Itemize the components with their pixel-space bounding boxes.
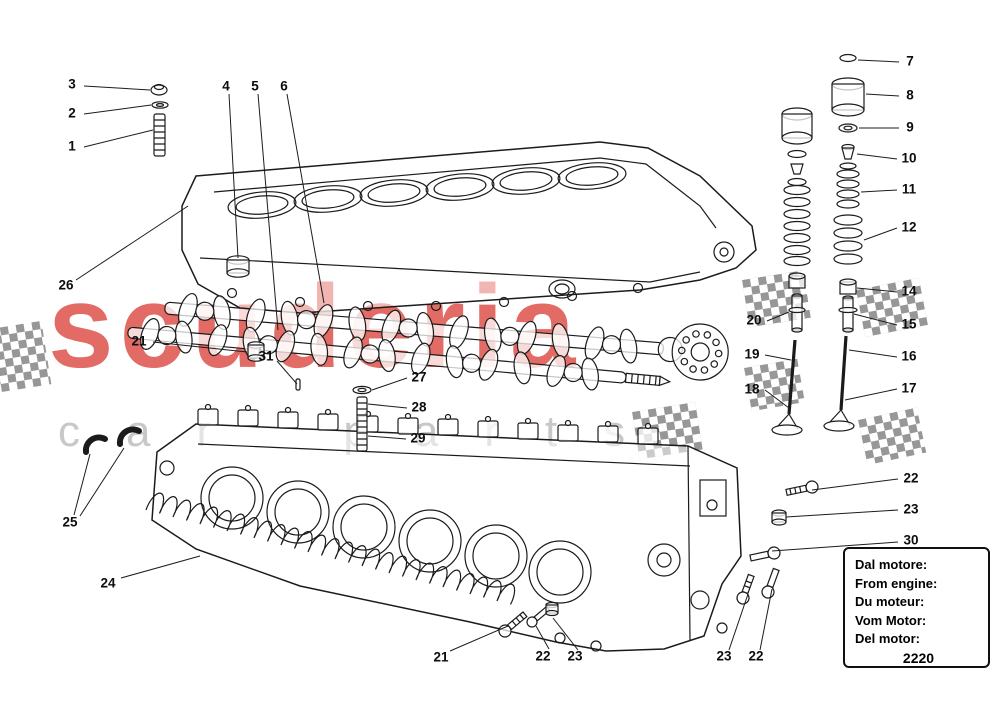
valve-guide-right <box>838 295 858 333</box>
stud-with-washer <box>352 385 372 452</box>
info-line-de: Vom Motor: <box>855 612 927 628</box>
cap-nut <box>247 341 265 362</box>
camshaft-flange <box>671 323 729 381</box>
callout-10[interactable]: 10 <box>901 150 917 166</box>
callout-17[interactable]: 17 <box>901 380 917 396</box>
callout-25[interactable]: 25 <box>62 514 78 530</box>
callout-26[interactable]: 26 <box>58 277 74 293</box>
half-moon-seals <box>82 426 142 455</box>
callout-9[interactable]: 9 <box>906 119 914 135</box>
bolt <box>498 611 528 638</box>
bolt <box>749 546 781 562</box>
head-coil-spring <box>145 492 516 605</box>
callout-12[interactable]: 12 <box>901 219 917 235</box>
callout-5[interactable]: 5 <box>251 78 259 94</box>
valve-guide-left <box>788 293 806 333</box>
tappet-bucket-right <box>831 77 865 117</box>
valve-spring-left <box>783 184 811 267</box>
callout-28[interactable]: 28 <box>411 399 427 415</box>
head-right-end <box>159 445 728 652</box>
callout-21-bottom[interactable]: 21 <box>433 649 449 665</box>
callout-4[interactable]: 4 <box>222 78 230 94</box>
callout-19[interactable]: 19 <box>744 346 760 362</box>
valve-spring-outer <box>836 169 860 209</box>
engine-info-box: Dal motore: From engine: Du moteur: Vom … <box>843 547 990 668</box>
callout-18[interactable]: 18 <box>744 381 760 397</box>
callout-6[interactable]: 6 <box>280 78 288 94</box>
callout-31[interactable]: 31 <box>258 348 274 364</box>
callout-24[interactable]: 24 <box>100 575 116 591</box>
valve-assembly-right <box>823 53 865 432</box>
valve-left <box>771 339 803 436</box>
callout-29[interactable]: 29 <box>410 430 426 446</box>
engine-number: 2220 <box>902 649 935 666</box>
valve-stem-seal-right <box>839 278 857 295</box>
callout-22-bottom-right[interactable]: 22 <box>748 648 764 664</box>
cylinder-head <box>145 403 742 652</box>
callout-23-bottom[interactable]: 23 <box>567 648 583 664</box>
callout-11[interactable]: 11 <box>901 181 917 197</box>
callout-21-left[interactable]: 21 <box>131 333 147 349</box>
info-line-it: Dal motore: <box>855 557 928 572</box>
callout-20[interactable]: 20 <box>746 312 762 328</box>
callout-22-right[interactable]: 22 <box>903 470 919 486</box>
valve-right <box>823 335 855 432</box>
info-line-es: Del motor: <box>855 631 920 646</box>
camshaft-threaded-tip <box>624 372 672 387</box>
callout-27[interactable]: 27 <box>411 369 427 385</box>
callout-15[interactable]: 15 <box>901 316 917 332</box>
callout-2[interactable]: 2 <box>68 105 76 121</box>
camshaft-upper <box>164 292 729 381</box>
stud-washer-cap-group <box>150 83 169 157</box>
fastener-bolts <box>498 480 819 638</box>
callout-23-bottom-right[interactable]: 23 <box>716 648 732 664</box>
valve-stem-seal-left <box>788 272 806 289</box>
callout-14[interactable]: 14 <box>901 283 917 299</box>
valve-cover <box>181 141 757 314</box>
callout-23-right[interactable]: 23 <box>903 501 919 517</box>
info-line-fr: Du moteur: <box>855 594 925 609</box>
callout-16[interactable]: 16 <box>901 348 917 364</box>
head-front-bores <box>200 466 592 604</box>
valve-spring-inner <box>833 214 863 265</box>
valve-circlip <box>839 53 857 63</box>
callout-22-bottom[interactable]: 22 <box>535 648 551 664</box>
info-line-en: From engine: <box>855 575 938 591</box>
valve-collet <box>841 143 855 160</box>
callout-3[interactable]: 3 <box>68 76 76 92</box>
callout-7[interactable]: 7 <box>906 53 914 69</box>
callout-30[interactable]: 30 <box>903 532 919 548</box>
callout-1[interactable]: 1 <box>68 138 76 154</box>
dowel-sleeve <box>771 509 787 526</box>
valve-assembly-left <box>771 107 813 436</box>
valve-shim <box>838 123 858 133</box>
spacer-sleeve <box>545 601 559 617</box>
callout-8[interactable]: 8 <box>906 87 914 103</box>
dowel-pin <box>295 378 301 391</box>
